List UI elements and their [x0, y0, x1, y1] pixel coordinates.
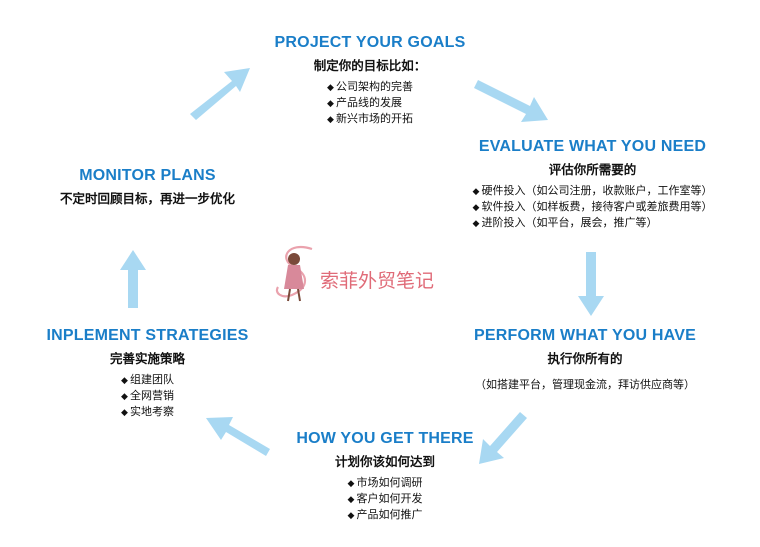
list-item: 公司架构的完善	[327, 79, 413, 95]
step-evaluate-needs: EVALUATE WHAT YOU NEED 评估你所需要的 硬件投入（如公司注…	[455, 138, 730, 231]
list-item: 产品线的发展	[327, 95, 413, 111]
step-subtitle: 评估你所需要的	[548, 163, 637, 177]
step-implement-strategies: INPLEMENT STRATEGIES 完善实施策略 组建团队 全网营销 实地…	[30, 327, 265, 420]
step-subtitle: 制定你的目标比如：	[313, 59, 427, 73]
step-how-you-get-there: HOW YOU GET THERE 计划你该如何达到 市场如何调研 客户如何开发…	[235, 430, 535, 523]
arrow-project-to-evaluate	[474, 80, 548, 122]
step-note: （如搭建平台，管理现金流，拜访供应商等）	[475, 379, 695, 391]
list-item: 硬件投入（如公司注册，收款账户，工作室等）	[473, 183, 712, 199]
arrow-monitor-to-project	[190, 68, 250, 120]
watermark-text: 索菲外贸笔记	[320, 270, 435, 292]
arrow-perform-to-how	[479, 412, 527, 464]
list-item: 软件投入（如样板费，接待客户或差旅费用等）	[473, 199, 712, 215]
arrow-evaluate-to-perform	[578, 252, 604, 316]
list-item: 实地考察	[121, 404, 174, 420]
watermark-logo-graphic	[275, 246, 313, 302]
step-item-list: 硬件投入（如公司注册，收款账户，工作室等） 软件投入（如样板费，接待客户或差旅费…	[473, 183, 713, 231]
step-title: PROJECT YOUR GOALS	[274, 34, 466, 51]
step-item-list: 公司架构的完善 产品线的发展 新兴市场的开拓	[327, 79, 413, 127]
step-subtitle: 执行你所有的	[547, 352, 623, 366]
list-item: 客户如何开发	[348, 491, 422, 507]
list-item: 新兴市场的开拓	[327, 111, 413, 127]
step-project-goals: PROJECT YOUR GOALS 制定你的目标比如： 公司架构的完善 产品线…	[220, 34, 520, 127]
step-monitor-plans: MONITOR PLANS 不定时回顾目标，再进一步优化	[40, 167, 255, 207]
list-item: 全网营销	[121, 388, 174, 404]
step-subtitle: 不定时回顾目标，再进一步优化	[59, 192, 235, 206]
list-item: 进阶投入（如平台，展会，推广等）	[473, 215, 713, 231]
step-title: EVALUATE WHAT YOU NEED	[478, 138, 707, 155]
step-title: INPLEMENT STRATEGIES	[46, 327, 249, 344]
step-title: PERFORM WHAT YOU HAVE	[474, 327, 696, 344]
step-subtitle: 计划你该如何达到	[334, 455, 435, 469]
list-item: 产品如何推广	[348, 507, 422, 523]
step-item-list: 市场如何调研 客户如何开发 产品如何推广	[348, 475, 422, 523]
arrow-implement-to-monitor	[120, 250, 146, 308]
list-item: 市场如何调研	[348, 475, 422, 491]
step-item-list: 组建团队 全网营销 实地考察	[121, 372, 174, 420]
step-perform: PERFORM WHAT YOU HAVE 执行你所有的 （如搭建平台，管理现金…	[440, 327, 730, 392]
list-item: 组建团队	[121, 372, 174, 388]
step-subtitle: 完善实施策略	[109, 352, 185, 366]
arrow-how-to-implement	[206, 417, 270, 456]
step-title: MONITOR PLANS	[79, 167, 216, 184]
step-title: HOW YOU GET THERE	[296, 430, 474, 447]
